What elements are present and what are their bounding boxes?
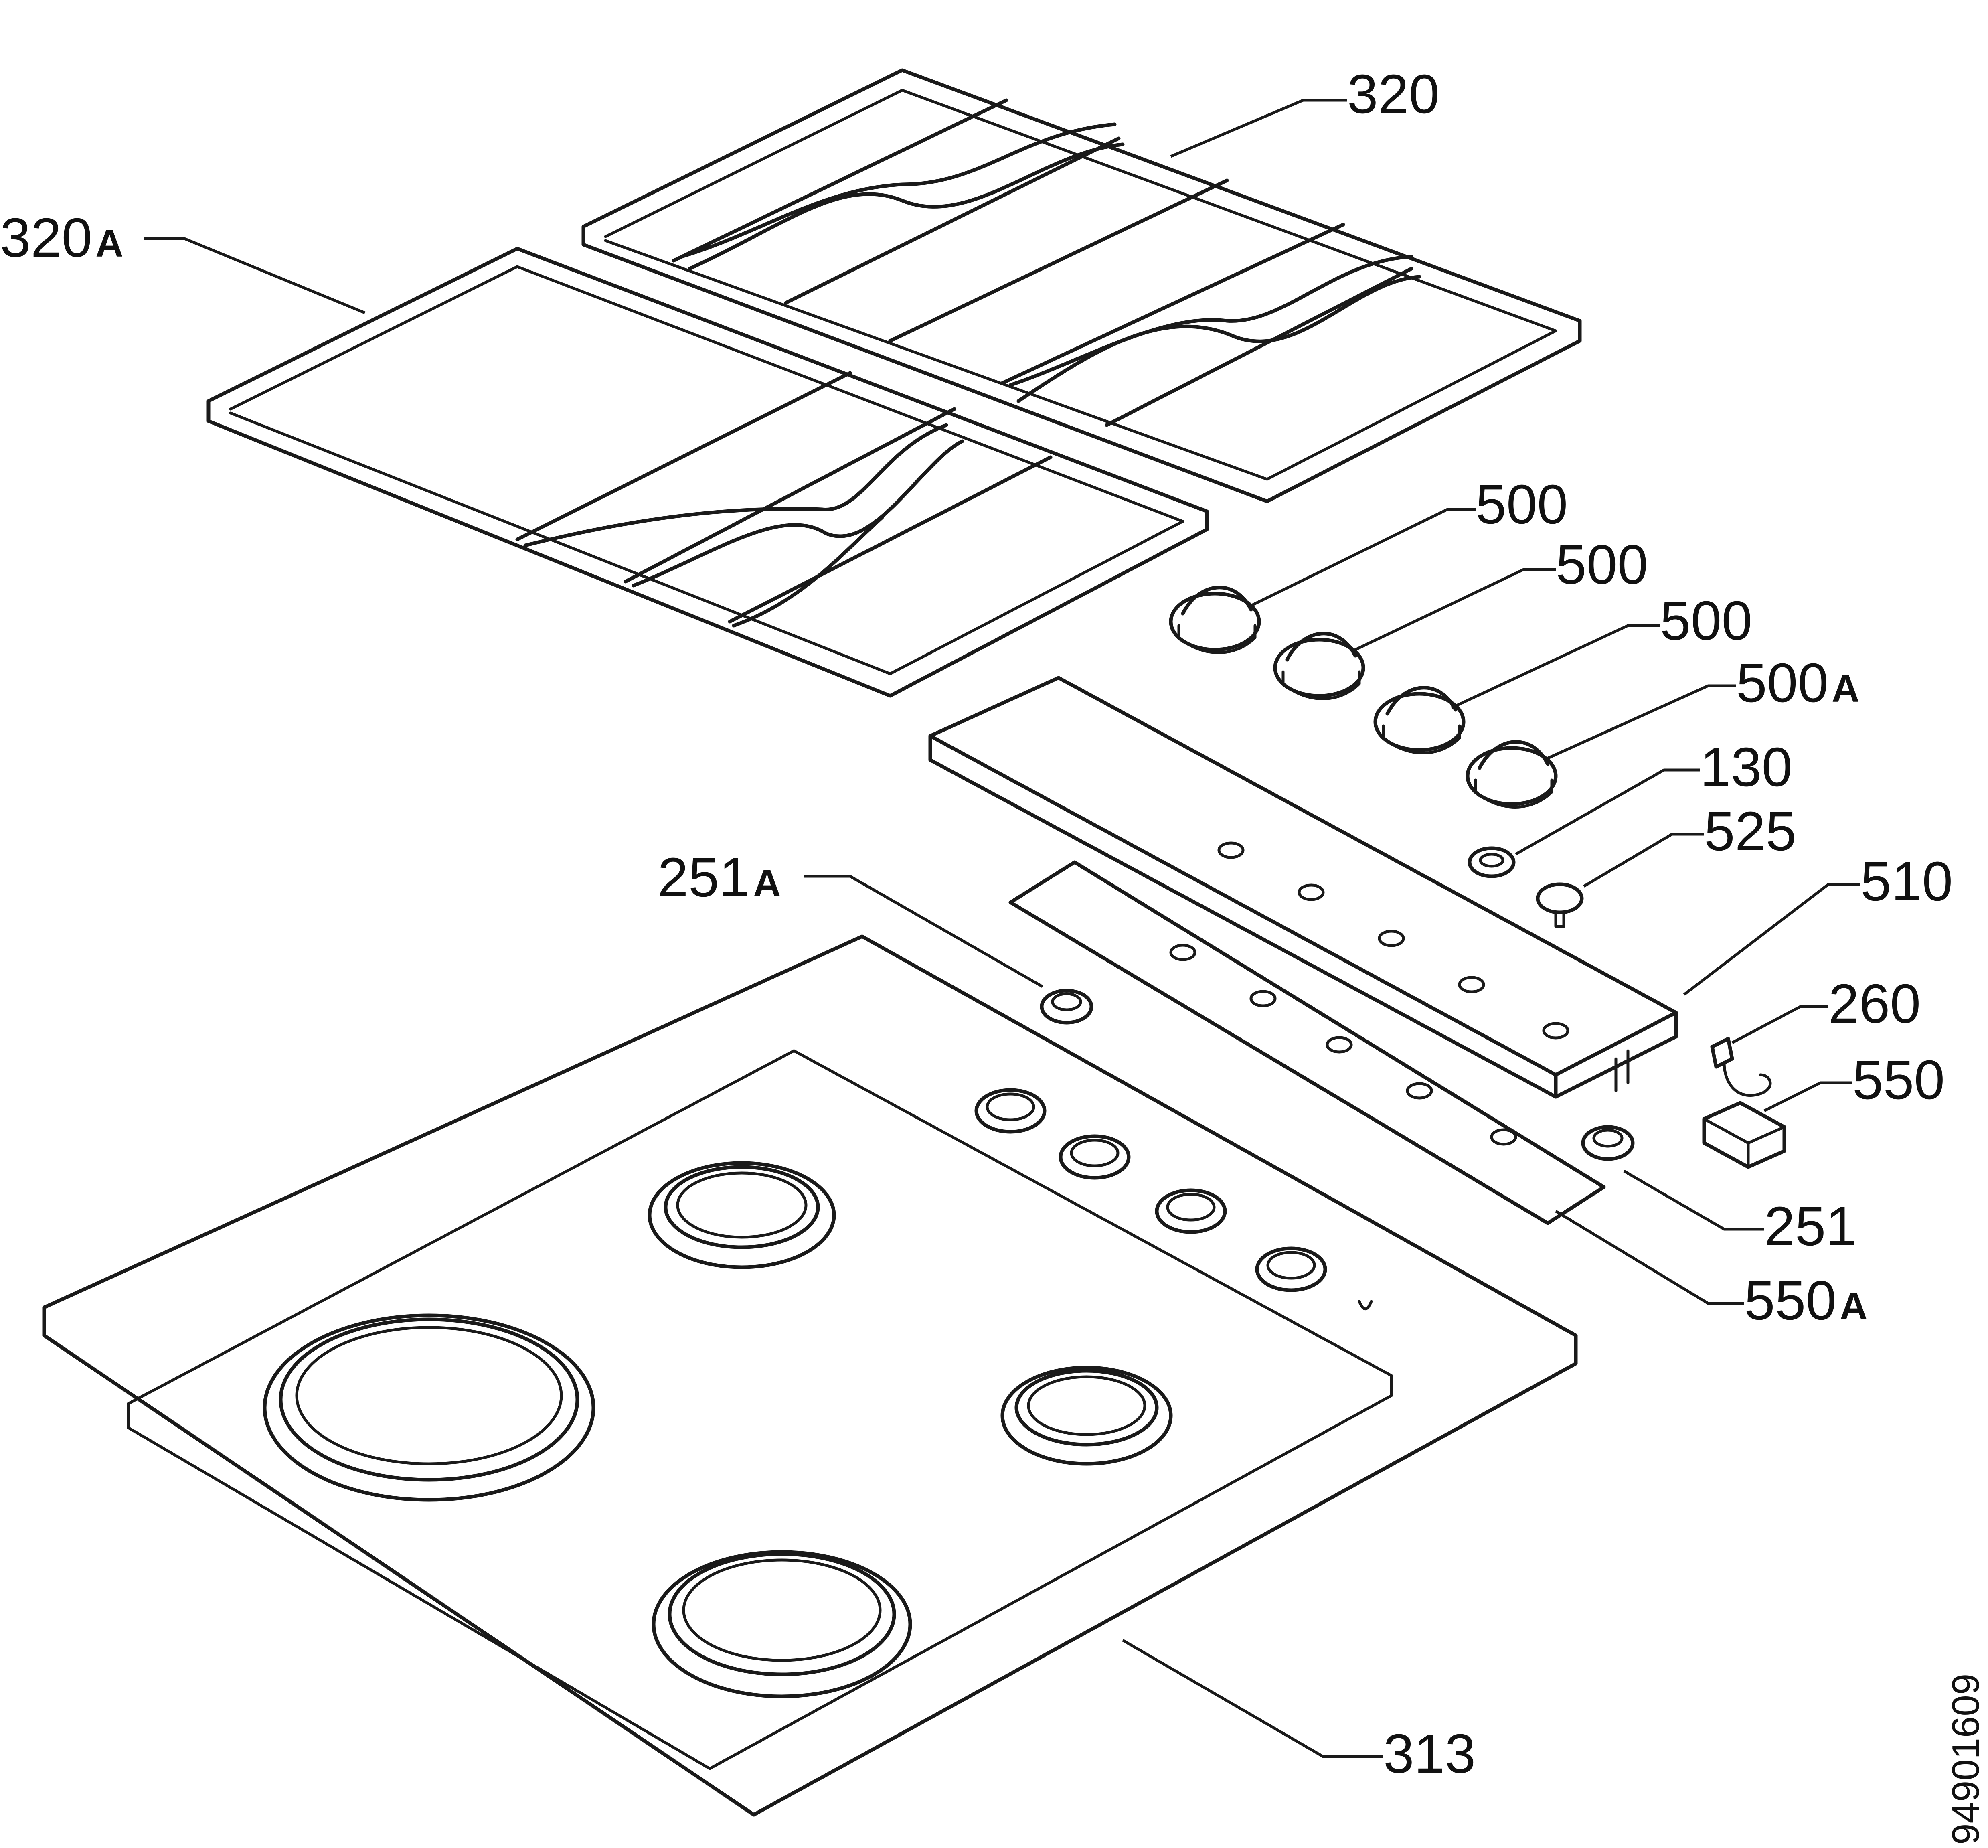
label-320: 320 (1347, 63, 1439, 125)
label-500-3: 500 (1660, 590, 1752, 652)
knob-500-1 (1169, 586, 1261, 654)
pan-support-320A (206, 247, 1209, 698)
label-251A-suffix: A (753, 862, 781, 905)
label-320A-number: 320 (0, 207, 92, 269)
part-550 (1702, 1101, 1786, 1169)
label-130: 130 (1700, 736, 1792, 798)
label-251: 251 (1764, 1196, 1856, 1257)
label-510: 510 (1860, 851, 1953, 912)
label-500-2: 500 (1556, 534, 1648, 596)
part-130 (1468, 846, 1516, 878)
label-550A-suffix: A (1840, 1285, 1867, 1328)
label-320A: 320A (0, 207, 123, 269)
part-labels: 320 320A 500 500 500 500A 130 525 251A 5… (0, 63, 1953, 1785)
grommet-251 (1581, 1125, 1635, 1161)
part-525 (1536, 882, 1584, 928)
control-panel-510 (928, 676, 1678, 1099)
label-251A-number: 251 (658, 847, 750, 908)
label-500A-suffix: A (1832, 667, 1859, 710)
label-500A: 500A (1736, 652, 1860, 714)
control-knobs (1169, 586, 1558, 808)
label-320A-suffix: A (95, 222, 123, 265)
label-550A-number: 550 (1744, 1270, 1836, 1331)
knob-500-3 (1373, 686, 1466, 754)
document-number: 94901609 (1944, 1674, 1987, 1845)
knob-500-2 (1273, 632, 1365, 700)
label-313: 313 (1383, 1723, 1476, 1785)
leader-lines (144, 99, 1860, 1758)
part-260 (1710, 1037, 1772, 1097)
label-550A: 550A (1744, 1270, 1868, 1331)
label-550: 550 (1852, 1049, 1945, 1111)
grommet-251A (1040, 989, 1093, 1025)
label-500A-number: 500 (1736, 652, 1828, 714)
panel-550A (1008, 860, 1606, 1225)
label-525: 525 (1704, 800, 1796, 862)
label-500-1: 500 (1476, 474, 1568, 535)
hob-top-313 (42, 934, 1578, 1817)
pan-support-320 (581, 68, 1582, 503)
label-251A: 251A (658, 847, 781, 908)
label-260: 260 (1828, 973, 1921, 1035)
knob-500A (1466, 740, 1558, 808)
